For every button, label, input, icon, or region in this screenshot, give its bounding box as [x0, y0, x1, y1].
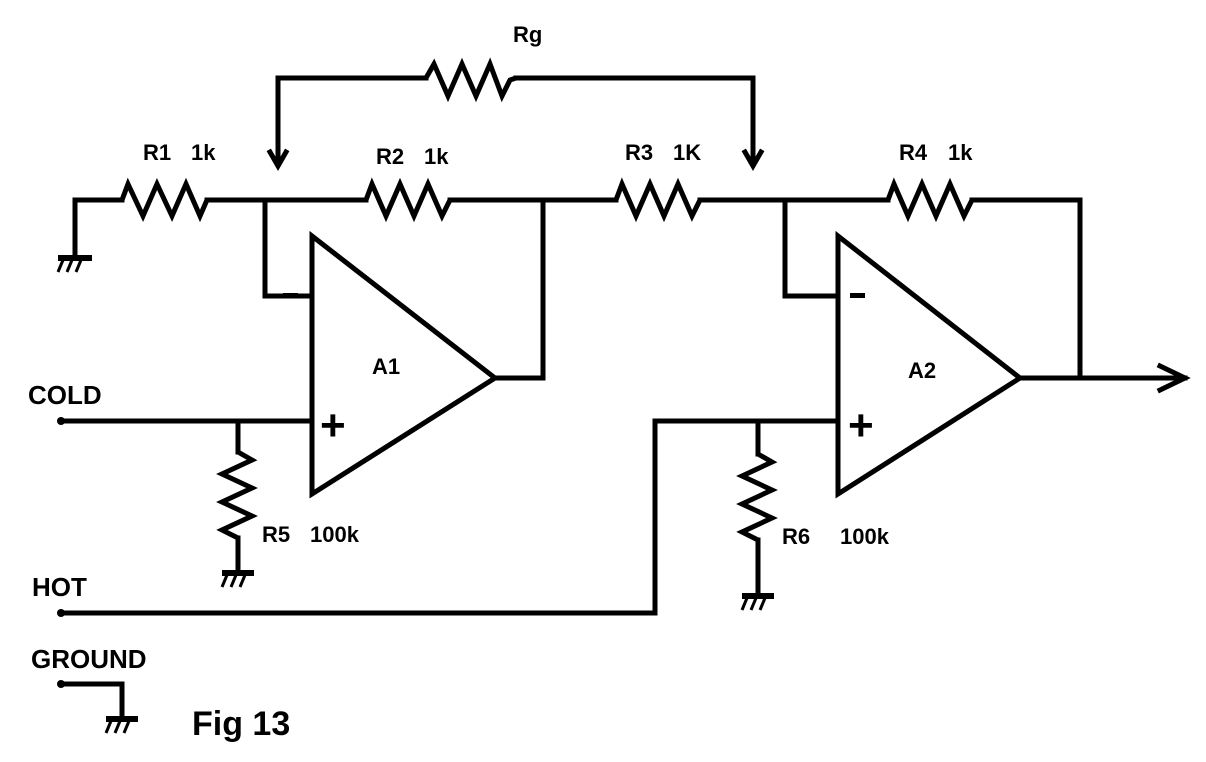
- r1-name: R1: [143, 140, 171, 165]
- a2-minus-sign: [850, 293, 865, 298]
- a1-plus-sign: +: [320, 401, 346, 450]
- ground-wire: [58, 681, 125, 721]
- a2-plus-sign: +: [848, 401, 874, 450]
- ground-symbol-r1: [56, 255, 92, 273]
- r4-name: R4: [899, 140, 928, 165]
- a1-minus-sign: [283, 293, 298, 298]
- r1-value: 1k: [191, 140, 216, 165]
- opamp-a1: + A1: [283, 230, 500, 499]
- hot-wire: [58, 418, 841, 616]
- ground-symbol-r5: [220, 570, 254, 588]
- cold-wire: [58, 418, 315, 575]
- rg-arrow-right: [741, 148, 765, 172]
- ground-symbol-r6: [740, 593, 774, 611]
- r6-value: 100k: [840, 524, 890, 549]
- r2-value: 1k: [424, 144, 449, 169]
- r4-value: 1k: [948, 140, 973, 165]
- a2-label: A2: [908, 358, 936, 383]
- rg-arrow-left: [266, 148, 290, 172]
- rg-path: [275, 57, 756, 163]
- r3-name: R3: [625, 140, 653, 165]
- r6-name: R6: [782, 524, 810, 549]
- r2-name: R2: [376, 144, 404, 169]
- ground-symbol-input: [104, 716, 138, 734]
- r3-value: 1K: [673, 140, 701, 165]
- a1-label: A1: [372, 354, 400, 379]
- ground-label: GROUND: [31, 644, 147, 674]
- opamp-a2: + A2: [835, 230, 1025, 499]
- top-rail: [72, 177, 1083, 381]
- figure-caption: Fig 13: [192, 705, 290, 743]
- rg-label: Rg: [513, 22, 542, 47]
- r5-value: 100k: [310, 522, 360, 547]
- r5-name: R5: [262, 522, 290, 547]
- hot-label: HOT: [32, 572, 87, 602]
- cold-label: COLD: [28, 380, 102, 410]
- output-wire: [1017, 362, 1191, 394]
